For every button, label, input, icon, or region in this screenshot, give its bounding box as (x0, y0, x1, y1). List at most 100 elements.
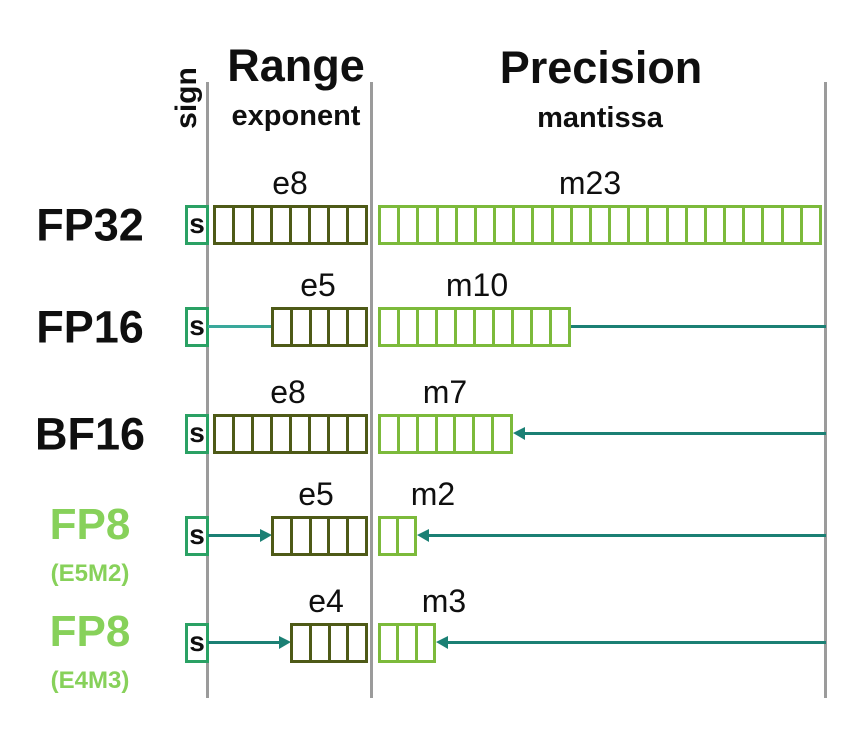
bit-cell (649, 208, 669, 242)
sign-bit-box: s (185, 414, 209, 454)
bit-cell (330, 310, 350, 344)
bit-cell (235, 417, 254, 451)
bit-cell (592, 208, 612, 242)
bit-cell (349, 208, 365, 242)
exponent-bit-group (213, 414, 368, 454)
bit-cell (764, 208, 784, 242)
bit-cell (273, 417, 292, 451)
bit-cell (419, 417, 438, 451)
mantissa-connector-line (571, 325, 826, 328)
format-name: FP8 (49, 607, 131, 656)
bit-cell (399, 626, 418, 660)
format-variant: (E4M3) (50, 667, 130, 694)
bit-cell (349, 626, 365, 660)
bit-cell (630, 208, 650, 242)
bit-cell (381, 519, 399, 553)
sign-connector-line (208, 325, 271, 328)
exponent-bits-label: e8 (272, 165, 308, 201)
bit-cell (216, 208, 235, 242)
bit-cell (456, 417, 476, 451)
bit-cell (235, 208, 254, 242)
mantissa-bit-group (378, 516, 417, 556)
bit-cell (274, 310, 293, 344)
bit-cell (311, 417, 330, 451)
format-row-fp32: FP32 s e8 m23 (0, 165, 853, 251)
exponent-subtitle: exponent (231, 100, 361, 132)
sign-arrow-line (208, 534, 261, 537)
bit-cell (745, 208, 765, 242)
bit-cell (419, 310, 438, 344)
exponent-bits-label: e8 (270, 374, 306, 410)
mantissa-bits-label: m2 (410, 476, 456, 512)
format-row-fp8-e4m3: FP8 (E4M3) s e4 m3 (0, 583, 853, 693)
bit-cell (707, 208, 727, 242)
bit-cell (399, 519, 414, 553)
arrow-left-icon (513, 427, 525, 440)
mantissa-arrow-line (446, 641, 826, 644)
format-name: FP16 (36, 301, 144, 353)
divider-exponent-mantissa (370, 82, 373, 698)
bit-cell (312, 626, 331, 660)
sign-bit-label: s (189, 519, 205, 550)
bit-cell (533, 310, 552, 344)
arrow-left-icon (417, 529, 429, 542)
bit-cell (438, 417, 457, 451)
bit-cell (349, 519, 365, 553)
bit-cell (381, 208, 401, 242)
format-name: FP32 (36, 199, 144, 251)
bit-cell (254, 417, 273, 451)
mantissa-bits-label: m3 (421, 583, 467, 619)
bit-cell (438, 310, 457, 344)
bit-cell (496, 208, 516, 242)
bit-cell (312, 519, 331, 553)
bit-cell (273, 208, 292, 242)
bit-cell (439, 208, 458, 242)
bit-cell (418, 626, 433, 660)
bit-cell (514, 310, 533, 344)
exponent-bit-group (290, 623, 368, 663)
format-row-fp8-e5m2: FP8 (E5M2) s e5 m2 (0, 476, 853, 586)
format-row-bf16: BF16 s e8 m7 (0, 374, 853, 460)
range-title: Range (227, 40, 365, 91)
bit-cell (330, 208, 349, 242)
sign-bit-box: s (185, 516, 209, 556)
bit-cell (784, 208, 803, 242)
format-row-fp16: FP16 s e5 m10 (0, 267, 853, 353)
bit-cell (669, 208, 688, 242)
exponent-bit-group (213, 205, 368, 245)
bit-cell (274, 519, 293, 553)
bit-cell (475, 417, 495, 451)
bit-cell (803, 208, 819, 242)
mantissa-bits-label: m10 (445, 267, 509, 303)
bit-cell (381, 310, 400, 344)
sign-bit-label: s (189, 626, 205, 657)
bit-cell (293, 310, 312, 344)
bit-cell (330, 519, 350, 553)
bit-cell (476, 310, 495, 344)
sign-bit-box: s (185, 623, 209, 663)
format-name: FP8 (49, 500, 131, 549)
mantissa-arrow-line (523, 432, 826, 435)
arrow-right-icon (260, 529, 272, 542)
mantissa-bit-group (378, 623, 436, 663)
precision-title: Precision (499, 42, 703, 93)
sign-bit-label: s (189, 310, 205, 341)
bit-cell (349, 310, 365, 344)
bit-cell (477, 208, 497, 242)
divider-right (824, 82, 827, 698)
arrow-left-icon (436, 636, 448, 649)
mantissa-bits-label: m23 (558, 165, 622, 201)
bit-cell (688, 208, 707, 242)
mantissa-bit-group (378, 205, 822, 245)
exponent-bits-label: e5 (298, 476, 334, 512)
bit-cell (292, 417, 311, 451)
bit-cell (458, 208, 477, 242)
format-name: BF16 (34, 408, 146, 460)
mantissa-arrow-line (427, 534, 826, 537)
exponent-bit-group (271, 307, 368, 347)
bit-cell (726, 208, 746, 242)
bit-cell (400, 417, 419, 451)
mantissa-bit-group (378, 307, 571, 347)
bit-cell (381, 417, 400, 451)
